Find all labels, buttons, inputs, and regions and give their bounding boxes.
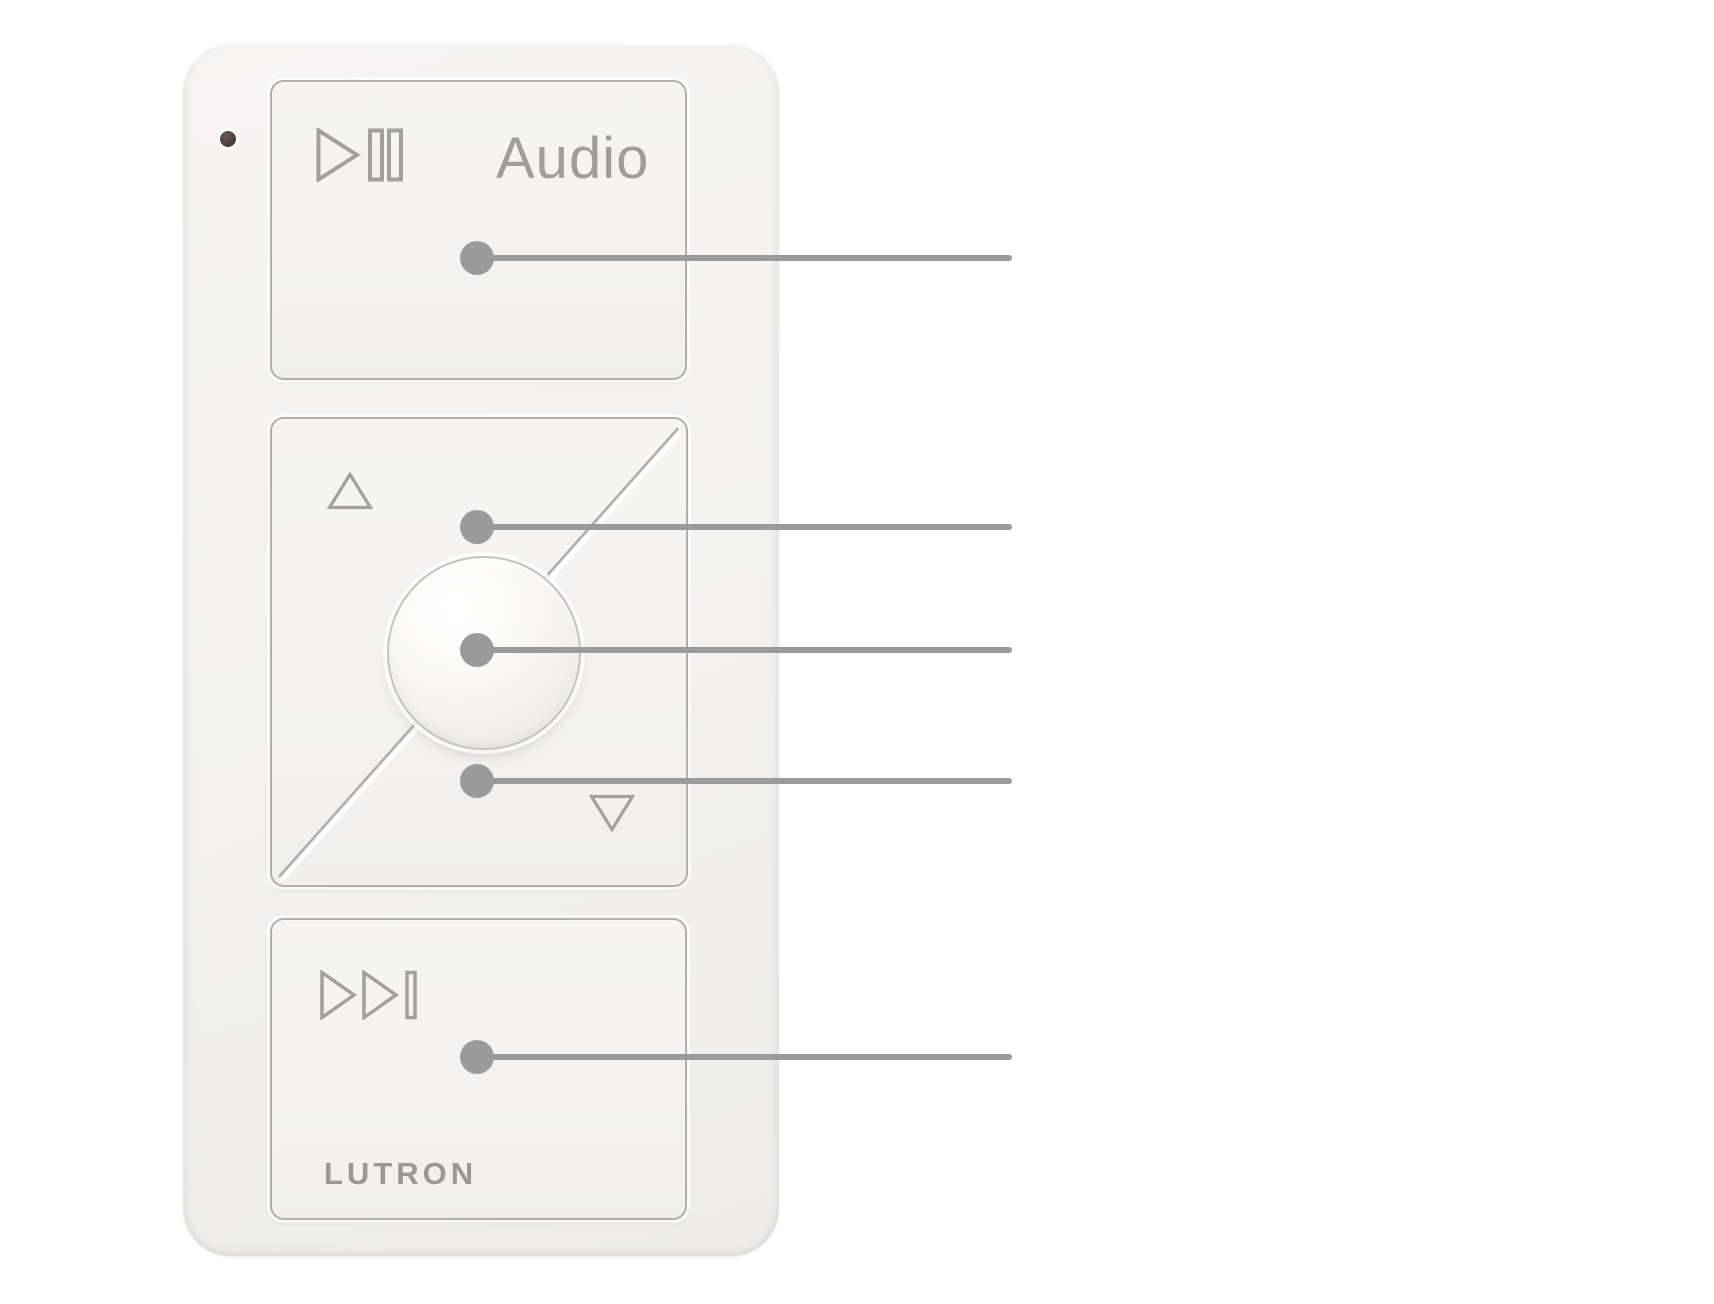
led-indicator (220, 131, 236, 147)
volume-rocker (270, 417, 688, 887)
skip-track-button[interactable]: LUTRON (270, 918, 687, 1220)
play-pause-button[interactable]: Audio (270, 80, 687, 380)
triangle-up-icon (327, 472, 373, 510)
pico-remote-body: Audio LUTRON (183, 43, 779, 1256)
audio-label: Audio (496, 126, 650, 191)
skip-track-icon (320, 970, 417, 1020)
brand-logo: LUTRON (324, 1156, 478, 1191)
play-pause-icon (316, 128, 403, 182)
favorite-round-button[interactable] (387, 556, 581, 750)
triangle-down-icon (589, 794, 635, 832)
